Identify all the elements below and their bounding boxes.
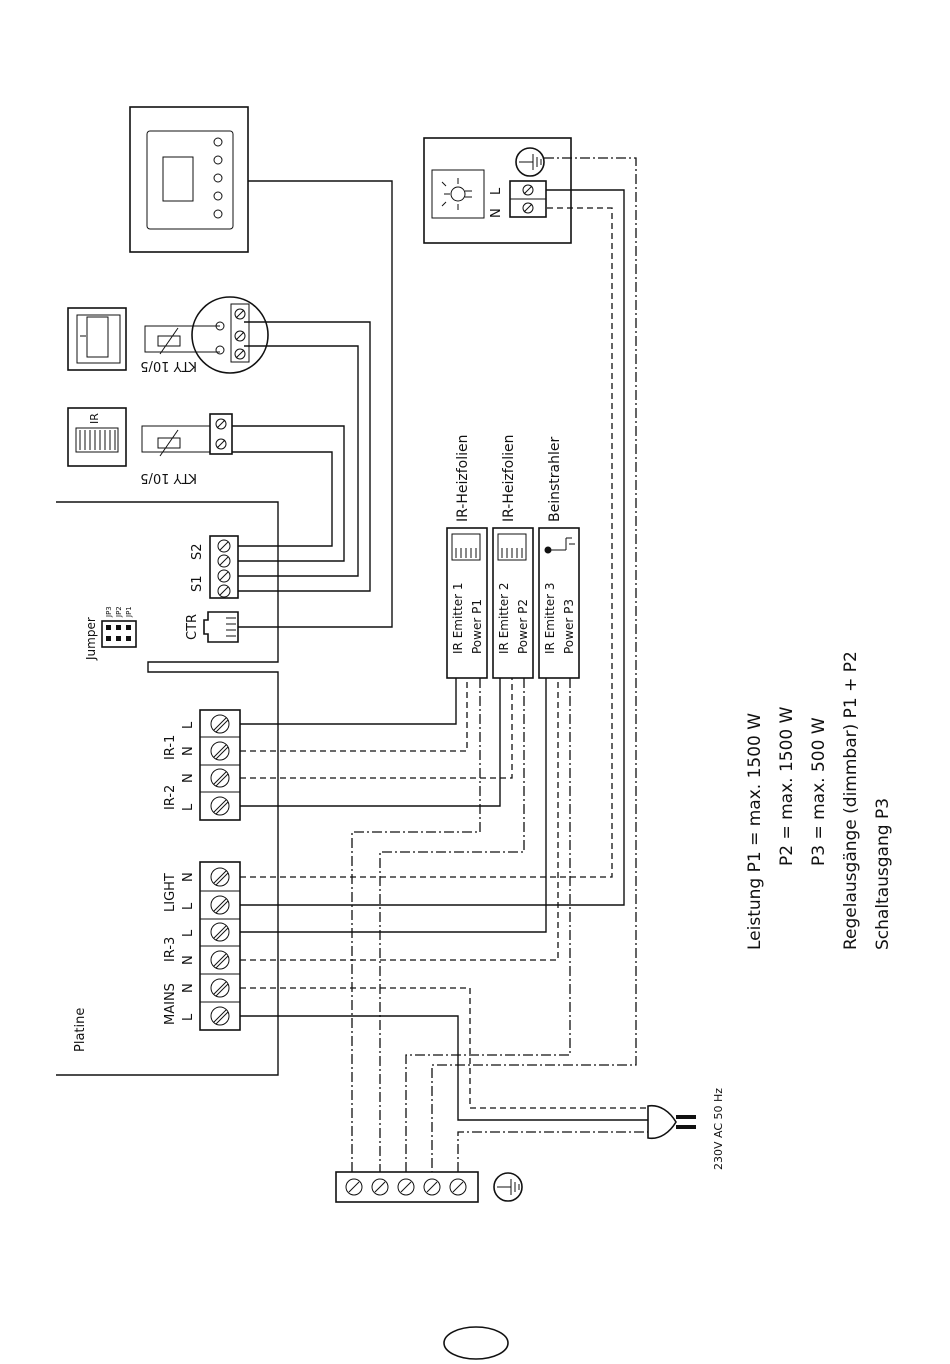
pin-label-mains-n: N (181, 983, 196, 993)
emitter-2-heading: IR-Heizfolien (501, 435, 517, 522)
pin-label-ir2-l: L (181, 803, 196, 811)
jumper-block: Jumper JP3 JP2 JP1 (84, 606, 137, 661)
lamp-l-label: L (489, 187, 504, 195)
emitter-2: IR-Heizfolien IR Emitter 2 Power P2 (492, 435, 534, 679)
kty-label-1: KTY 10/5 (140, 358, 197, 373)
temperature-sensor-2: IR KTY 10/5 (67, 407, 233, 485)
ctr-connector: CTR (185, 611, 239, 643)
emitter-1-line2: Power P1 (470, 599, 484, 654)
emitter-1-heading: IR-Heizfolien (455, 435, 471, 522)
kty-label-2: KTY 10/5 (140, 470, 197, 485)
control-panel (129, 106, 249, 253)
group-label-ir3: IR-3 (163, 937, 178, 962)
emitter-1: IR-Heizfolien IR Emitter 1 Power P1 (446, 435, 488, 679)
pin-label-ir1-n: N (181, 746, 196, 756)
emitter-3-line2: Power P3 (562, 599, 576, 654)
pin-label-ir3-l: L (181, 929, 196, 937)
pin-label-light-n: N (181, 872, 196, 882)
note-line-3: P3 = max. 500 W (809, 717, 829, 866)
group-label-ir2: IR-2 (163, 785, 178, 810)
ir-symbol-label: IR (88, 413, 101, 424)
pin-label-ir1-l: L (181, 721, 196, 729)
lamp-n-label: N (489, 208, 504, 218)
jp2-label: JP2 (115, 606, 123, 618)
emitter-3-heading: Beinstrahler (547, 437, 563, 522)
emitter-2-line1: IR Emitter 2 (497, 583, 511, 654)
jumper-label: Jumper (84, 617, 98, 661)
jp3-label: JP3 (105, 606, 113, 618)
pin-label-light-l: L (181, 902, 196, 910)
ground-bar (335, 1171, 523, 1203)
platine-label: Platine (73, 1008, 88, 1052)
jp1-label: JP1 (125, 606, 133, 618)
supply-label: 230V AC 50 Hz (712, 1088, 725, 1170)
pin-label-ir2-n: N (181, 773, 196, 783)
temperature-sensor-1: KTY 10/5 (67, 296, 269, 374)
group-label-light: LIGHT (163, 873, 178, 912)
group-label-mains: MAINS (163, 983, 178, 1025)
emitter-2-line2: Power P2 (516, 599, 530, 654)
wires (232, 157, 648, 1172)
ctr-label: CTR (185, 614, 200, 640)
emitter-3-line1: IR Emitter 3 (543, 583, 557, 654)
main-terminal-strip: IR-1 N L IR-2 L N LIGHT L N IR-3 N L MAI… (163, 709, 241, 1031)
page-number-oval (443, 1326, 509, 1360)
s1-label: S1 (190, 575, 205, 592)
power-notes: Leistung P1 = max. 1500 W P2 = max. 1500… (745, 651, 893, 950)
sensor-terminal-block: S1 S2 (190, 535, 239, 599)
terminal-screws (210, 714, 230, 1026)
s2-label: S2 (190, 543, 205, 560)
note-line-2: P2 = max. 1500 W (777, 706, 797, 866)
pin-label-mains-l: L (181, 1013, 196, 1021)
emitter-1-line1: IR Emitter 1 (451, 583, 465, 654)
emitter-3: Beinstrahler IR Emitter 3 Power P3 (538, 437, 580, 679)
platine-board: Platine (56, 501, 279, 1076)
mains-plug: 230V AC 50 Hz (647, 1088, 725, 1170)
group-label-ir1: IR-1 (163, 735, 178, 760)
pin-label-ir3-n: N (181, 955, 196, 965)
note-line-4: Regelausgänge (dimmbar) P1 + P2 (841, 651, 861, 950)
note-line-5: Schaltausgang P3 (873, 798, 893, 950)
note-line-1: Leistung P1 = max. 1500 W (745, 713, 765, 950)
